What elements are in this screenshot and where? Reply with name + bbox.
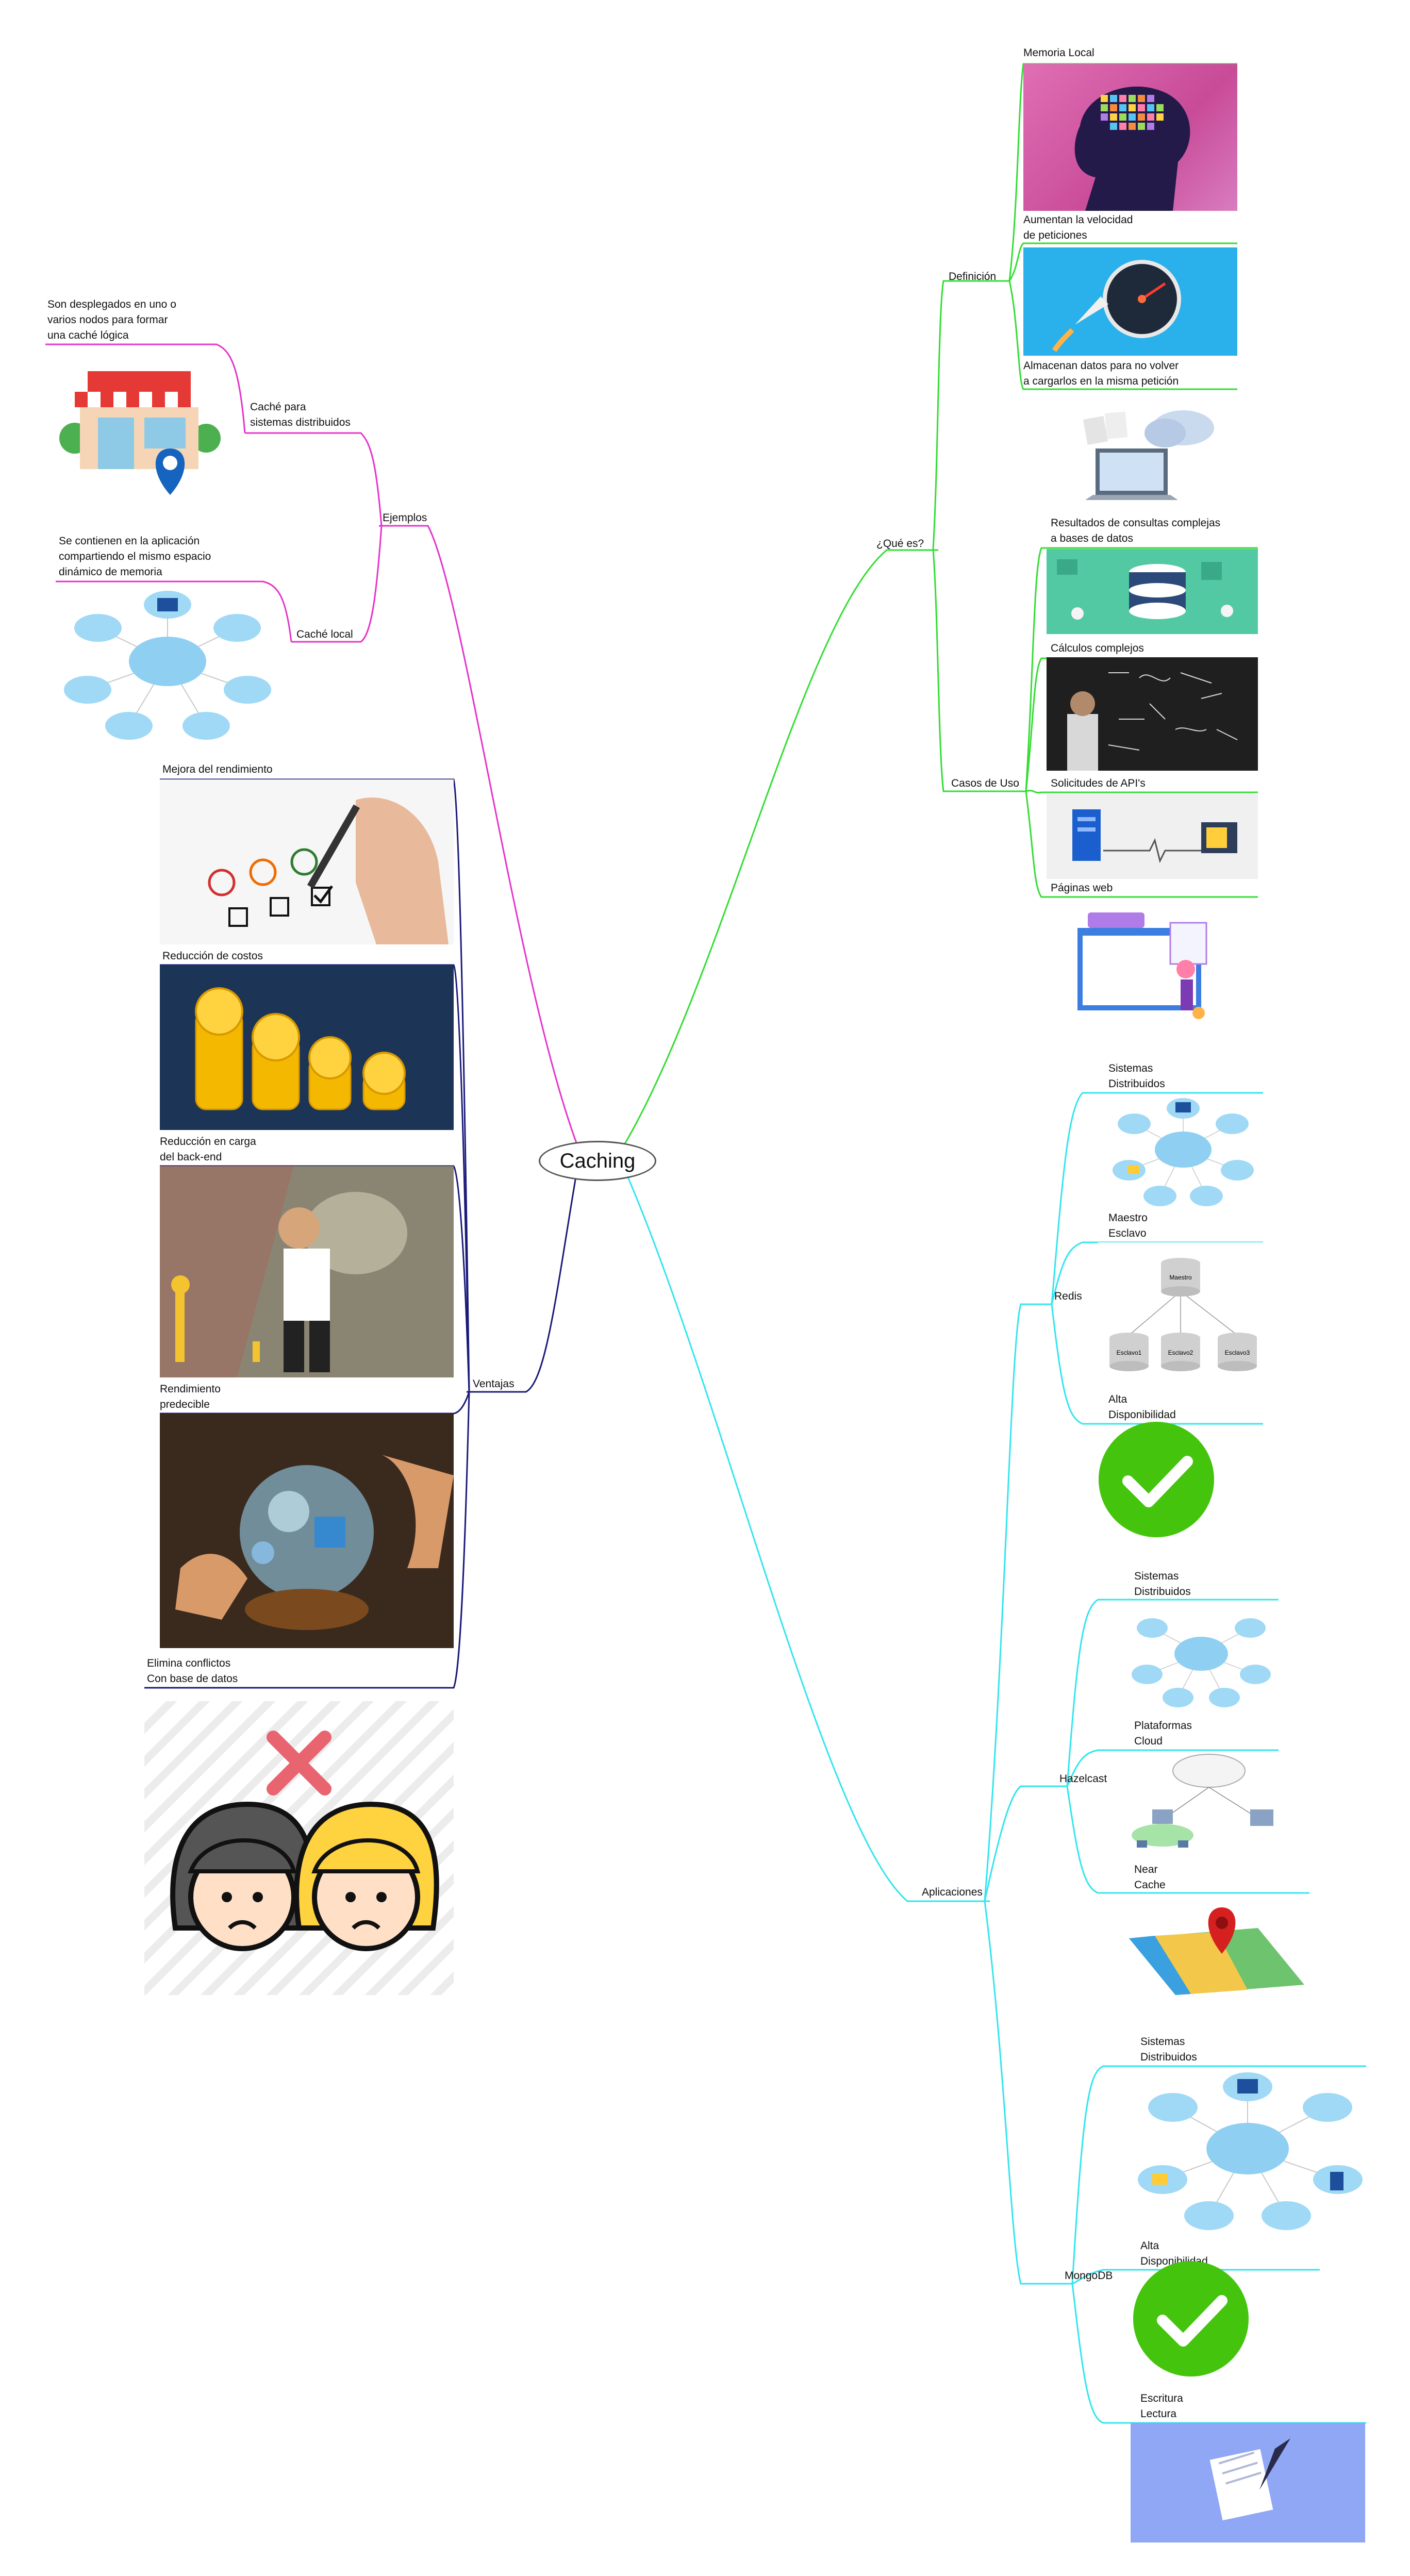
conflict-faces-icon xyxy=(144,1701,454,1995)
definicion-item-1[interactable]: Memoria Local xyxy=(1023,47,1094,59)
api-server-icon xyxy=(1047,794,1258,879)
ventajas-item-1[interactable]: Mejora del rendimiento xyxy=(162,763,273,775)
casos-item-3[interactable]: Solicitudes de API's xyxy=(1051,777,1146,789)
check-icon xyxy=(1097,1420,1216,1539)
ejemplos-item-2[interactable]: Caché local xyxy=(296,628,353,640)
database-icon xyxy=(1047,549,1258,634)
ejemplos-desc-2: Se contienen en la aplicación compartien… xyxy=(59,535,211,578)
brain-icon xyxy=(1023,64,1237,211)
root-node[interactable]: Caching xyxy=(539,1141,656,1181)
store-icon xyxy=(57,361,222,510)
node-ejemplos[interactable]: Ejemplos xyxy=(383,512,427,524)
node-definicion[interactable]: Definición xyxy=(949,271,997,282)
node-redis[interactable]: Redis xyxy=(1054,1290,1082,1302)
ejemplos-desc-1: Son desplegados en uno o varios nodos pa… xyxy=(47,298,176,341)
master-slave-diagram: Maestro Esclavo1 Esclavo2 Esclavo3 xyxy=(1098,1242,1263,1387)
scroll-quill-icon xyxy=(1131,2423,1365,2542)
casos-item-2[interactable]: Cálculos complejos xyxy=(1051,642,1144,654)
redis-item-1[interactable]: Sistemas Distribuidos xyxy=(1108,1062,1165,1090)
slave3-db-label: Esclavo3 xyxy=(1225,1349,1250,1356)
network-cloud-icon xyxy=(1103,1093,1263,1211)
chalkboard-icon xyxy=(1047,657,1258,771)
node-que-es[interactable]: ¿Qué es? xyxy=(876,538,924,550)
map-pin-icon xyxy=(1124,1897,1309,2005)
redis-item-3[interactable]: Alta Disponibilidad xyxy=(1108,1393,1176,1421)
ventajas-item-4[interactable]: Rendimiento predecible xyxy=(160,1383,221,1410)
master-db-label: Maestro xyxy=(1169,1274,1192,1281)
redis-item-2[interactable]: Maestro Esclavo xyxy=(1108,1212,1148,1239)
cloud-platform-diagram xyxy=(1121,1748,1291,1861)
mongodb-item-3[interactable]: Escritura Lectura xyxy=(1140,2392,1183,2420)
mongodb-item-1[interactable]: Sistemas Distribuidos xyxy=(1140,2036,1197,2063)
web-page-icon xyxy=(1067,907,1232,1031)
network-cloud-icon xyxy=(1124,1600,1279,1713)
casos-item-4[interactable]: Páginas web xyxy=(1051,882,1113,894)
node-hazelcast[interactable]: Hazelcast xyxy=(1059,1773,1107,1785)
network-cloud-icon xyxy=(57,587,278,744)
definicion-item-2[interactable]: Aumentan la velocidad de peticiones xyxy=(1023,214,1133,241)
feedback-checklist-icon xyxy=(160,779,454,944)
casos-item-1[interactable]: Resultados de consultas complejas a base… xyxy=(1051,517,1221,544)
ejemplos-item-1[interactable]: Caché para sistemas distribuidos xyxy=(250,401,351,428)
hazelcast-item-1[interactable]: Sistemas Distribuidos xyxy=(1134,1570,1191,1598)
debt-burden-icon xyxy=(160,1166,454,1377)
ventajas-item-5[interactable]: Elimina conflictos Con base de datos xyxy=(147,1657,238,1685)
hazelcast-item-3[interactable]: Near Cache xyxy=(1134,1864,1166,1891)
definicion-item-3[interactable]: Almacenan datos para no volver a cargarl… xyxy=(1023,360,1179,387)
node-ventajas[interactable]: Ventajas xyxy=(473,1378,515,1390)
cloud-laptop-icon xyxy=(1054,397,1219,510)
slave2-db-label: Esclavo2 xyxy=(1168,1349,1193,1356)
slave1-db-label: Esclavo1 xyxy=(1117,1349,1142,1356)
node-aplicaciones[interactable]: Aplicaciones xyxy=(922,1886,983,1898)
hazelcast-item-2[interactable]: Plataformas Cloud xyxy=(1134,1720,1192,1747)
crystal-ball-icon xyxy=(160,1414,454,1648)
ventajas-item-2[interactable]: Reducción de costos xyxy=(162,950,263,962)
network-cloud-icon xyxy=(1132,2066,1366,2236)
check-icon xyxy=(1132,2259,1250,2378)
coins-icon xyxy=(160,965,454,1130)
node-mongodb[interactable]: MongoDB xyxy=(1065,2270,1113,2282)
ventajas-item-3[interactable]: Reducción en carga del back-end xyxy=(160,1136,256,1163)
speedometer-icon xyxy=(1023,247,1237,356)
node-casos-de-uso[interactable]: Casos de Uso xyxy=(951,777,1019,789)
